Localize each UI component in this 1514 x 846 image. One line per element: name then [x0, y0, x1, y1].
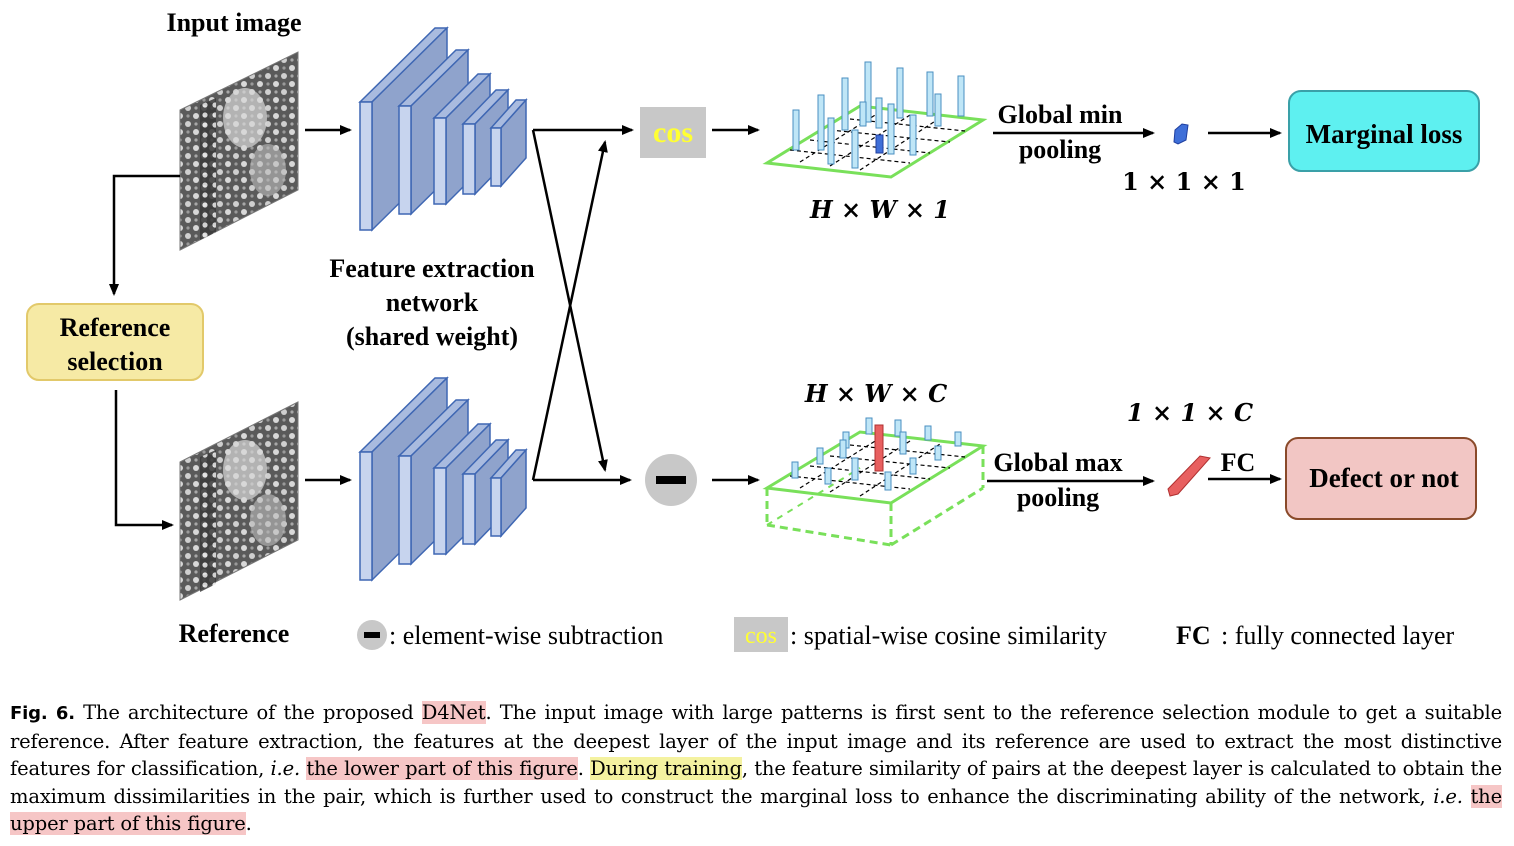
cos-operator-label: cos: [653, 116, 693, 149]
marginal-loss-box: [1288, 90, 1480, 172]
marginal-loss-label: Marginal loss: [1306, 119, 1463, 149]
global-min-label-1: Global min: [998, 100, 1124, 129]
max-pooled-vector: [1167, 455, 1211, 497]
caption-ie-1: i.e.: [270, 757, 301, 780]
min-pooled-dim: 1 × 1 × 1: [1122, 167, 1246, 196]
similarity-map: [762, 61, 988, 179]
input-image: [179, 51, 299, 251]
caption-ie-2: i.e.: [1433, 784, 1463, 808]
max-pooled-dim: 1 × 1 × C: [1127, 398, 1253, 427]
global-max-label-1: Global max: [993, 448, 1122, 477]
defect-or-not-box: [1285, 437, 1477, 520]
global-min-label-2: pooling: [1019, 135, 1101, 164]
caption-d4net: D4Net: [421, 701, 486, 724]
caption-part-3: .: [577, 757, 591, 780]
caption-part-1: The architecture of the proposed: [74, 701, 422, 724]
arrow-input-to-selection: [109, 174, 180, 296]
global-max-label-2: pooling: [1017, 483, 1099, 512]
legend: : element-wise subtraction cos : spatial…: [357, 617, 1455, 652]
arrow-top-to-minus: [531, 129, 608, 472]
caption-during-training: During training: [590, 757, 742, 780]
arrow-bottom-to-cos: [531, 140, 608, 481]
arrow-selection-to-reference: [114, 390, 174, 530]
figure-label: Fig. 6.: [10, 703, 75, 724]
fc-label: FC: [1221, 448, 1256, 477]
input-image-label: Input image: [166, 8, 301, 37]
feature-network-label-3: (shared weight): [346, 322, 518, 351]
reference-image: [179, 401, 299, 601]
subtraction-operator: [645, 454, 697, 506]
feature-network-label-2: network: [386, 288, 479, 317]
caption-part-5: .: [245, 812, 252, 835]
legend-fc-text: : fully connected layer: [1221, 621, 1455, 650]
legend-cos-text: : spatial-wise cosine similarity: [790, 621, 1107, 650]
cos-operator: [640, 107, 706, 158]
reference-selection-box: [26, 303, 204, 381]
architecture-diagram: Input image Reference Reference selectio…: [26, 8, 1480, 652]
legend-cos-icon: [734, 617, 788, 652]
reference-label: Reference: [179, 619, 290, 648]
difference-volume-dim: H × W × C: [804, 379, 947, 408]
difference-volume: [762, 417, 988, 547]
reference-selection-label-1: Reference: [60, 313, 171, 342]
similarity-map-dim: H × W × 1: [809, 195, 950, 224]
feature-network-top: [358, 26, 528, 232]
reference-selection-label-2: selection: [67, 347, 163, 376]
min-pooled-cube: [1173, 123, 1189, 145]
feature-network-label-1: Feature extraction: [329, 254, 535, 283]
feature-network-bottom: [358, 376, 528, 582]
defect-or-not-label: Defect or not: [1309, 463, 1458, 493]
caption-part-4: , the feature similarity of pairs at the…: [10, 757, 1502, 808]
legend-minus-text: : element-wise subtraction: [389, 621, 663, 650]
figure-caption: Fig. 6. The architecture of the proposed…: [10, 699, 1502, 838]
caption-lower-part: the lower part of this figure: [306, 757, 578, 780]
legend-cos-label: cos: [745, 623, 777, 649]
legend-fc-label: FC: [1176, 621, 1211, 650]
caption-part-2: . The input image with large patterns is…: [10, 701, 1503, 780]
